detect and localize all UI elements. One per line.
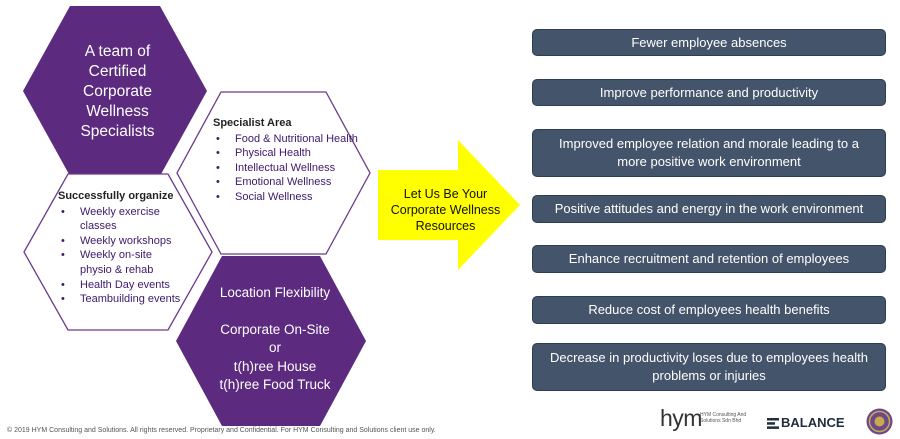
location-option: t(h)ree House [233, 358, 317, 374]
list-item: Weekly workshops [58, 234, 186, 249]
benefit-box: Reduce cost of employees health benefits [532, 296, 886, 324]
hym-logo: hym HYM Consulting And Solutions Sdn Bhd [660, 405, 760, 435]
specialist-area-block: Specialist Area Food & Nutritional Healt… [213, 116, 361, 205]
list-item: Weekly exercise classes [58, 205, 186, 234]
successfully-organize-block: Successfully organize Weekly exercise cl… [58, 189, 186, 307]
benefit-box: Enhance recruitment and retention of emp… [532, 245, 886, 273]
benefit-box: Decrease in productivity loses due to em… [532, 343, 886, 391]
benefit-box: Positive attitudes and energy in the wor… [532, 195, 886, 223]
hex-location [176, 256, 366, 426]
copyright-footer: © 2019 HYM Consulting and Solutions. All… [7, 427, 436, 434]
list-item: Food & Nutritional Health [213, 132, 361, 147]
list-item: Physical Health [213, 146, 361, 161]
balance-logo: BALANCE [767, 415, 845, 430]
hym-logo-subtitle: HYM Consulting And Solutions Sdn Bhd [700, 412, 747, 424]
team-text: A team of Certified Corporate Wellness S… [80, 43, 155, 140]
arrow-label: Let Us Be Your Corporate Wellness Resour… [390, 187, 501, 233]
list-item: Weekly on-site physio & rehab [58, 248, 186, 277]
list-item: Intellectual Wellness [213, 161, 361, 176]
benefit-box: Improve performance and productivity [532, 79, 886, 106]
hex-team [23, 6, 207, 176]
list-item: Emotional Wellness [213, 175, 361, 190]
specialist-area-title: Specialist Area [213, 117, 292, 129]
list-item: Social Wellness [213, 190, 361, 205]
list-item: Health Day events [58, 278, 186, 293]
benefit-box: Fewer employee absences [532, 29, 886, 56]
location-block: Location Flexibility Corporate On-Site o… [195, 284, 355, 395]
location-or: or [268, 340, 281, 355]
balance-logo-text: BALANCE [781, 415, 845, 430]
list-item: Teambuilding events [58, 292, 186, 307]
hym-logo-mark: hym [660, 405, 702, 431]
location-option: Corporate On-Site [220, 321, 330, 337]
arrow-shape [378, 140, 520, 270]
successfully-organize-title: Successfully organize [58, 190, 174, 202]
location-option: t(h)ree Food Truck [219, 377, 331, 392]
balance-bars-icon [767, 418, 779, 429]
benefit-box: Improved employee relation and morale le… [532, 129, 886, 177]
seal-logo-icon [866, 408, 893, 435]
location-title: Location Flexibility [219, 285, 331, 300]
